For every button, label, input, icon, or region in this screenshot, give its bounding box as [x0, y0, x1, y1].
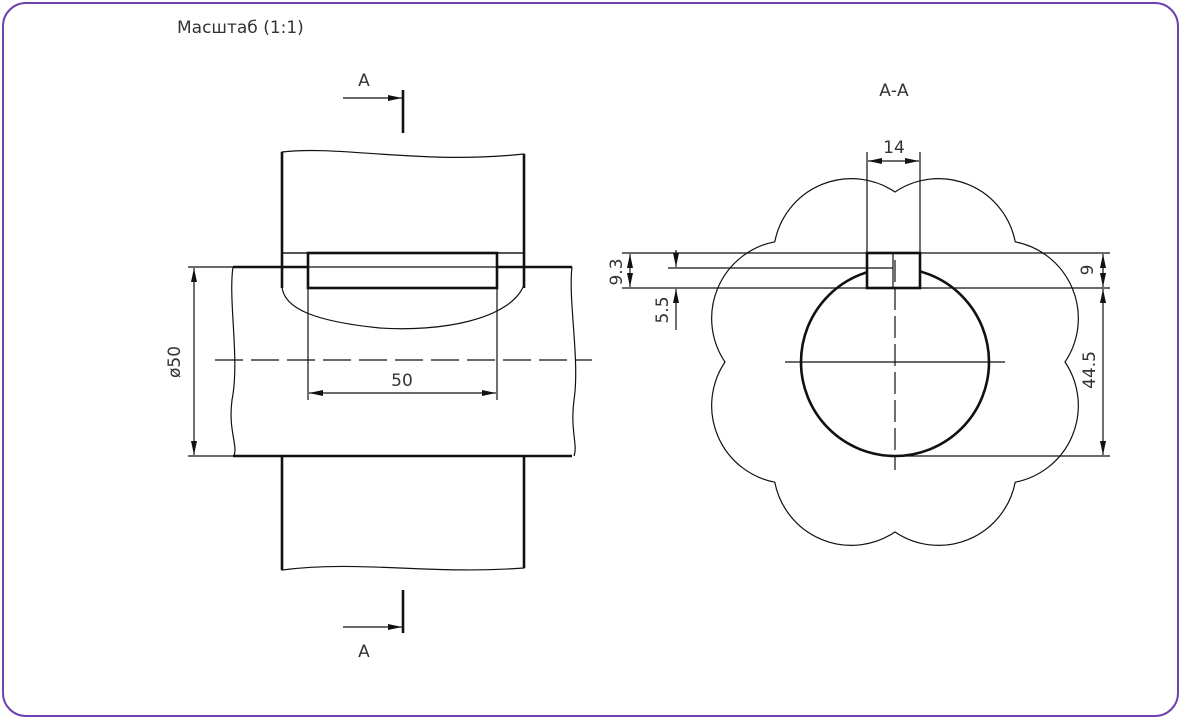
hub-upper [281, 149, 525, 254]
cross-section-view: А-А 14 9.3 5.5 9 44.5 [607, 81, 1110, 546]
scale-label: Масштаб (1:1) [177, 18, 304, 38]
shaft-outline [230, 266, 577, 457]
section-mark-top: А [358, 71, 370, 91]
hub-section [711, 178, 1079, 546]
key [306, 251, 499, 290]
section-title: А-А [879, 81, 909, 101]
dim-key-length: 50 [391, 371, 413, 391]
longitudinal-view: ø50 50 А А [165, 71, 592, 662]
dim-key-width: 14 [883, 138, 905, 158]
dim-shaft-to-slot: 44.5 [1080, 351, 1100, 389]
dim-key-height: 9 [1078, 265, 1098, 276]
dim-depth-shaft: 5.5 [653, 296, 673, 323]
section-mark-bottom: А [358, 642, 370, 662]
dim-shaft-diameter: ø50 [165, 346, 185, 378]
dim-depth-total: 9.3 [607, 258, 627, 285]
hub-lower [281, 455, 525, 571]
shaft-keyseat-section [281, 266, 525, 330]
